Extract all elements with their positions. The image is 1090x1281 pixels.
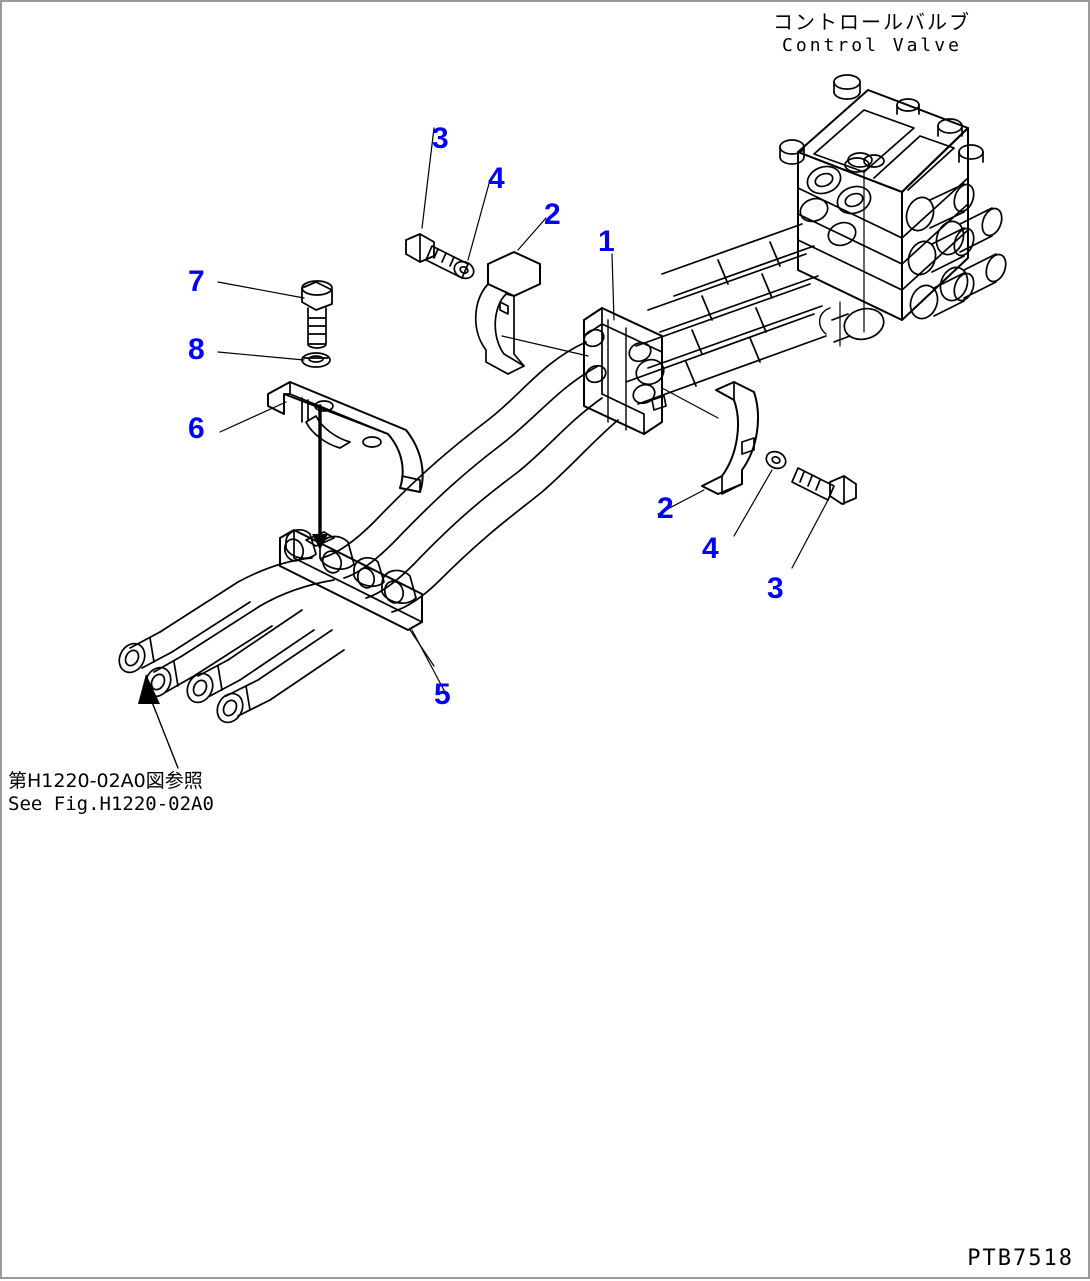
clamp-bracket-upper [474, 217, 547, 375]
callout-7[interactable]: 7 [188, 265, 205, 298]
figure-code: PTB7518 [967, 1246, 1074, 1271]
washer-upper [453, 179, 491, 280]
diagram-title: コントロールバルブ Control Valve [702, 10, 1042, 58]
callout-5[interactable]: 5 [434, 678, 451, 711]
hydraulic-hose-group-upper [625, 223, 827, 405]
clamp-bracket-lower [657, 381, 759, 515]
reference-note: 第H1220-02A0図参照 See Fig.H1220-02A0 [8, 770, 214, 816]
callout-2-lower[interactable]: 2 [657, 492, 674, 525]
callout-4-upper[interactable]: 4 [488, 162, 505, 195]
washer-lower [733, 450, 787, 537]
callout-4-lower[interactable]: 4 [702, 532, 719, 565]
callout-6[interactable]: 6 [188, 412, 205, 445]
hose-clamp-block-lower [279, 529, 435, 667]
reference-note-english: See Fig.H1220-02A0 [8, 793, 214, 815]
callout-8[interactable]: 8 [188, 333, 205, 366]
hydraulic-hose-group-lower [237, 341, 619, 613]
washer-bracket [217, 351, 331, 368]
bolt-lower [791, 467, 857, 569]
callout-3-lower[interactable]: 3 [767, 572, 784, 605]
reference-arrow [138, 674, 160, 704]
diagram-title-english: Control Valve [782, 35, 962, 56]
callout-2-upper[interactable]: 2 [544, 198, 561, 231]
bolt-bracket [217, 280, 333, 349]
diagram-title-japanese: コントロールバルブ [773, 10, 971, 34]
control-valve-block [779, 74, 1007, 347]
callout-1[interactable]: 1 [598, 225, 615, 258]
hose-end-fittings [118, 581, 345, 724]
reference-note-japanese: 第H1220-02A0図参照 [8, 770, 203, 792]
callout-3-upper[interactable]: 3 [432, 122, 449, 155]
